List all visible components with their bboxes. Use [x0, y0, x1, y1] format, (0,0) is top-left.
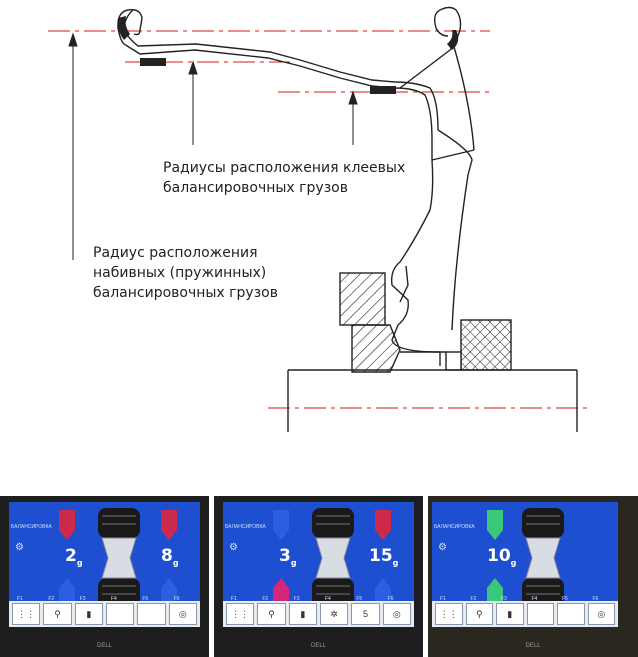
outer-plane-weight-value: 15g	[369, 546, 399, 568]
screen-title: БАЛАНСИРОВКА	[225, 524, 266, 530]
adhesive-weight-2	[370, 86, 396, 94]
clip-weight-right	[447, 30, 459, 50]
f3-tire-button[interactable]: F3▮	[74, 596, 103, 625]
inner-plane-bottom-arrow	[59, 578, 75, 608]
f4-spoke-button[interactable]: F4✲	[319, 596, 349, 625]
balancer-screen: БАЛАНСИРОВКА ⚙ 3g 15g F1⋮⋮ F2⚲ F3▮ F4✲ F…	[223, 502, 414, 627]
f2-search-button[interactable]: F2⚲	[257, 596, 286, 625]
inner-plane-top-arrow	[273, 510, 289, 540]
f1-rim-data-button[interactable]: F1⋮⋮	[12, 596, 41, 625]
outer-plane-top-arrow	[375, 510, 391, 540]
wheel-icon	[522, 508, 564, 608]
rim-data-icon: ⚙	[438, 542, 447, 553]
outer-plane-bottom-arrow	[161, 578, 177, 608]
magnifier-icon: ⚲	[54, 608, 61, 619]
grid-icon: ⋮⋮	[231, 608, 250, 619]
adhesive-weights-radius-label: Радиусы расположения клеевых балансирово…	[163, 160, 406, 196]
f2-search-button[interactable]: F2⚲	[43, 596, 72, 625]
inner-plane-weight-value: 2g	[65, 546, 83, 568]
outer-plane-bottom-arrow	[375, 578, 391, 608]
grid-icon: ⋮⋮	[17, 608, 36, 619]
clip-weight-left	[117, 16, 130, 40]
f5-button[interactable]: F5	[137, 596, 166, 625]
wheel-ring-icon: ◎	[178, 608, 187, 619]
balancer-screen-photo-3: БАЛАНСИРОВКА ⚙ 10g F1⋮⋮ F2⚲ F3▮ F4 F5 F6…	[428, 496, 638, 657]
f6-wheel-button[interactable]: F6◎	[382, 596, 411, 625]
monitor-brand: DELL	[310, 643, 326, 649]
outer-plane-top-arrow	[161, 510, 177, 540]
adhesive-weight-1	[140, 58, 166, 66]
f1-rim-data-button[interactable]: F1⋮⋮	[226, 596, 255, 625]
tire-icon: ▮	[300, 608, 306, 619]
rim-data-icon: ⚙	[15, 542, 24, 553]
balancer-screen: БАЛАНСИРОВКА ⚙ 10g F1⋮⋮ F2⚲ F3▮ F4 F5 F6…	[432, 502, 618, 627]
balancer-screen: БАЛАНСИРОВКА ⚙ 2g 8g F1⋮⋮ F2⚲ F3▮ F4 F5 …	[9, 502, 200, 627]
screen-title: БАЛАНСИРОВКА	[11, 524, 52, 530]
f6-wheel-button[interactable]: F6◎	[168, 596, 197, 625]
rim-data-icon: ⚙	[229, 542, 238, 553]
monitor-brand: DELL	[525, 643, 541, 649]
balancer-screen-photo-2: БАЛАНСИРОВКА ⚙ 3g 15g F1⋮⋮ F2⚲ F3▮ F4✲ F…	[214, 496, 423, 657]
wheel-icon	[98, 508, 140, 608]
screen-title: БАЛАНСИРОВКА	[434, 524, 475, 530]
inner-plane-top-arrow	[59, 510, 75, 540]
function-toolbar: F1⋮⋮ F2⚲ F3▮ F4 F5 F6◎	[9, 596, 200, 627]
monitor-brand: DELL	[96, 643, 112, 649]
grid-icon: ⋮⋮	[439, 608, 458, 619]
wheel-ring-icon: ◎	[597, 608, 606, 619]
function-toolbar: F1⋮⋮ F2⚲ F3▮ F4 F5 F6◎	[432, 596, 618, 627]
balancer-shaft	[287, 272, 578, 432]
f2-search-button[interactable]: F2⚲	[465, 596, 493, 625]
f3-tire-button[interactable]: F3▮	[288, 596, 317, 625]
inner-plane-bottom-arrow	[487, 578, 503, 608]
inner-plane-bottom-arrow	[273, 578, 289, 608]
f5-button[interactable]: F5	[557, 596, 585, 625]
f1-rim-data-button[interactable]: F1⋮⋮	[435, 596, 463, 625]
inner-plane-weight-value: 3g	[279, 546, 297, 568]
f4-button[interactable]: F4	[526, 596, 554, 625]
tire-icon: ▮	[86, 608, 92, 619]
magnifier-icon: ⚲	[268, 608, 275, 619]
clip-weights-radius-label: Радиус расположения набивных (пружинных)…	[93, 245, 278, 301]
f6-wheel-button[interactable]: F6◎	[587, 596, 615, 625]
tire-icon: ▮	[507, 608, 513, 619]
f3-tire-button[interactable]: F3▮	[496, 596, 524, 625]
outer-plane-weight-value: 8g	[161, 546, 179, 568]
inner-plane-weight-value: 10g	[487, 546, 517, 568]
magnifier-icon: ⚲	[475, 608, 483, 619]
wheel-ring-icon: ◎	[392, 608, 401, 619]
weights	[117, 16, 459, 94]
f4-button[interactable]: F4	[105, 596, 135, 625]
balancer-screen-photo-1: БАЛАНСИРОВКА ⚙ 2g 8g F1⋮⋮ F2⚲ F3▮ F4 F5 …	[0, 496, 209, 657]
spoke-wheel-icon: ✲	[330, 608, 338, 619]
inner-plane-top-arrow	[487, 510, 503, 540]
wheel-cross-section-diagram	[48, 6, 592, 432]
wheel-icon	[312, 508, 354, 608]
pointer-arrows	[68, 32, 358, 260]
